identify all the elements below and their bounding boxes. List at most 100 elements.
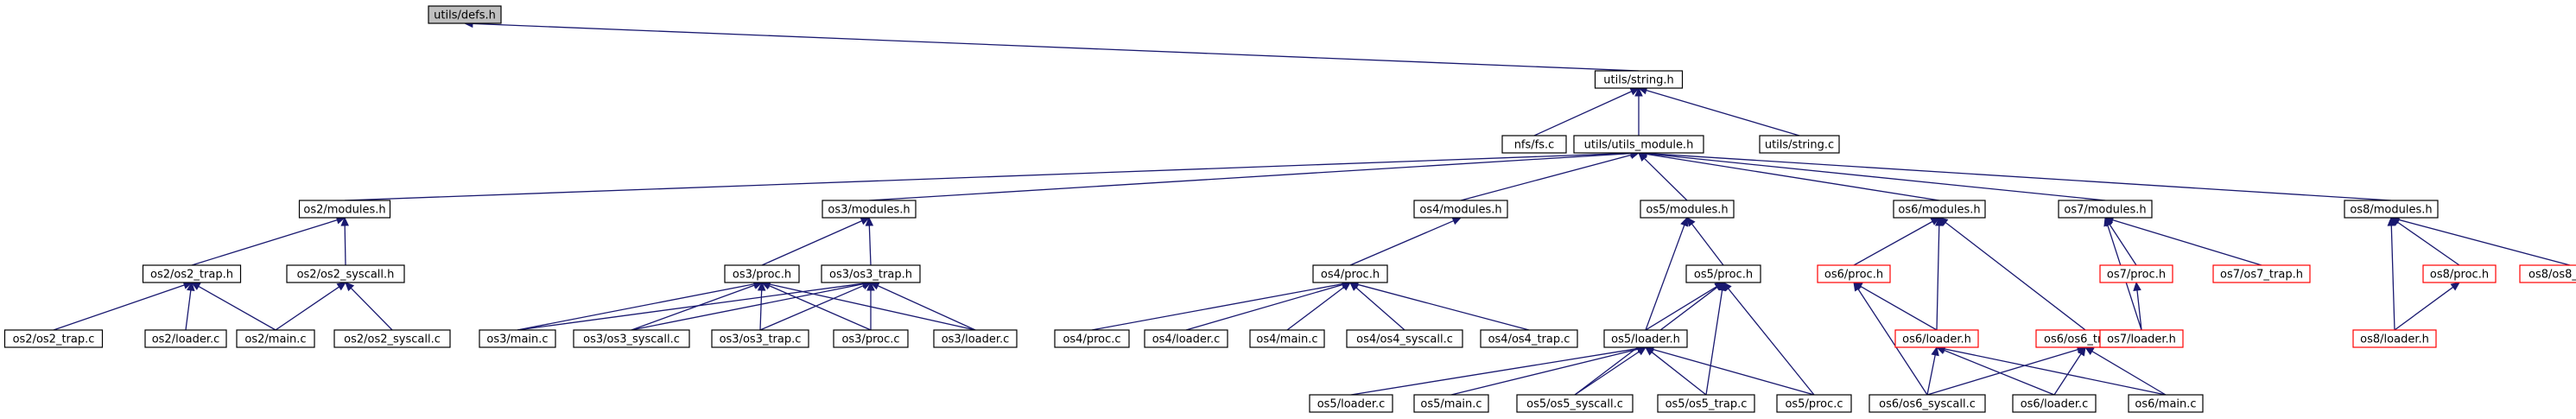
- node-os7_trap_h[interactable]: os7/os7_trap.h: [2212, 264, 2311, 283]
- node-box-os2_syscall_c[interactable]: [333, 329, 451, 348]
- node-box-os3_trap_h[interactable]: [821, 264, 921, 283]
- node-box-os3_trap_c[interactable]: [711, 329, 809, 348]
- node-os2_loader_c[interactable]: os2/loader.c: [144, 329, 227, 348]
- node-os7_modules_h[interactable]: os7/modules.h: [2058, 200, 2153, 219]
- node-os7_proc_h[interactable]: os7/proc.h: [2099, 264, 2173, 283]
- node-box-os5_syscall_c[interactable]: [1516, 394, 1634, 413]
- edge-os6_syscall_c-to-os6_loader_h: [1926, 354, 1936, 396]
- node-box-os2_modules_h[interactable]: [298, 200, 391, 219]
- node-os8_modules_h[interactable]: os8/modules.h: [2344, 200, 2439, 219]
- node-box-os6_main_c[interactable]: [2128, 394, 2204, 413]
- node-box-os7_loader_h[interactable]: [2099, 329, 2184, 348]
- node-os5_proc_h[interactable]: os5/proc.h: [1685, 264, 1761, 283]
- node-box-os4_loader_c[interactable]: [1144, 329, 1228, 348]
- node-os2_modules_h[interactable]: os2/modules.h: [298, 200, 391, 219]
- node-os8_trap_h[interactable]: os8/os8_trap.h: [2519, 264, 2576, 283]
- node-box-os3_modules_h[interactable]: [822, 200, 917, 219]
- node-os6_loader_c[interactable]: os6/loader.c: [2012, 394, 2097, 413]
- node-box-os2_loader_c[interactable]: [144, 329, 227, 348]
- node-os6_syscall_c[interactable]: os6/os6_syscall.c: [1869, 394, 1986, 413]
- node-os3_modules_h[interactable]: os3/modules.h: [822, 200, 917, 219]
- node-box-os2_trap_c[interactable]: [3, 329, 104, 348]
- node-box-os5_proc_c[interactable]: [1776, 394, 1852, 413]
- node-box-os5_main_c[interactable]: [1413, 394, 1489, 413]
- node-box-os8_proc_h[interactable]: [2422, 264, 2497, 283]
- node-box-os4_proc_h[interactable]: [1312, 264, 1388, 283]
- node-box-os7_trap_h[interactable]: [2212, 264, 2311, 283]
- node-box-os4_trap_c[interactable]: [1480, 329, 1578, 348]
- node-os6_loader_h[interactable]: os6/loader.h: [1894, 329, 1979, 348]
- node-nfs_fs_c[interactable]: nfs/fs.c: [1501, 135, 1567, 154]
- node-os3_syscall_c[interactable]: os3/os3_syscall.c: [573, 329, 690, 348]
- node-os5_syscall_c[interactable]: os5/os5_syscall.c: [1516, 394, 1634, 413]
- node-os4_modules_h[interactable]: os4/modules.h: [1413, 200, 1508, 219]
- node-label-os4_proc_c: os4/proc.c: [1063, 333, 1120, 346]
- node-os2_trap_c[interactable]: os2/os2_trap.c: [3, 329, 104, 348]
- node-os2_trap_h[interactable]: os2/os2_trap.h: [142, 264, 242, 283]
- node-os6_main_c[interactable]: os6/main.c: [2128, 394, 2204, 413]
- node-string_h[interactable]: utils/string.h: [1594, 70, 1684, 89]
- node-box-os3_main_c[interactable]: [479, 329, 556, 348]
- node-box-os5_proc_h[interactable]: [1685, 264, 1761, 283]
- node-os5_loader_c[interactable]: os5/loader.c: [1309, 394, 1393, 413]
- node-os5_main_c[interactable]: os5/main.c: [1413, 394, 1489, 413]
- node-box-os3_proc_h[interactable]: [724, 264, 800, 283]
- node-box-os8_modules_h[interactable]: [2344, 200, 2439, 219]
- node-os8_loader_h[interactable]: os8/loader.h: [2352, 329, 2437, 348]
- node-box-os5_trap_c[interactable]: [1657, 394, 1755, 413]
- node-os4_main_c[interactable]: os4/main.c: [1249, 329, 1325, 348]
- node-os4_syscall_c[interactable]: os4/os4_syscall.c: [1346, 329, 1463, 348]
- node-box-os5_modules_h[interactable]: [1640, 200, 1735, 219]
- node-box-os2_main_c[interactable]: [236, 329, 315, 348]
- node-os7_loader_h[interactable]: os7/loader.h: [2099, 329, 2184, 348]
- node-box-os4_main_c[interactable]: [1249, 329, 1325, 348]
- node-os4_trap_c[interactable]: os4/os4_trap.c: [1480, 329, 1578, 348]
- node-os2_syscall_c[interactable]: os2/os2_syscall.c: [333, 329, 451, 348]
- node-box-os6_modules_h[interactable]: [1893, 200, 1986, 219]
- node-os5_modules_h[interactable]: os5/modules.h: [1640, 200, 1735, 219]
- node-box-os4_syscall_c[interactable]: [1346, 329, 1463, 348]
- node-box-os7_proc_h[interactable]: [2099, 264, 2173, 283]
- node-box-os5_loader_c[interactable]: [1309, 394, 1393, 413]
- node-os3_main_c[interactable]: os3/main.c: [479, 329, 556, 348]
- node-os3_proc_c[interactable]: os3/proc.c: [833, 329, 909, 348]
- node-box-os8_loader_h[interactable]: [2352, 329, 2437, 348]
- node-box-os3_proc_c[interactable]: [833, 329, 909, 348]
- node-os3_loader_c[interactable]: os3/loader.c: [933, 329, 1018, 348]
- node-box-os6_proc_h[interactable]: [1817, 264, 1891, 283]
- node-box-os6_loader_h[interactable]: [1894, 329, 1979, 348]
- node-box-defs_h[interactable]: [428, 5, 502, 24]
- node-box-os3_syscall_c[interactable]: [573, 329, 690, 348]
- node-os2_syscall_h[interactable]: os2/os2_syscall.h: [286, 264, 405, 283]
- node-os4_proc_c[interactable]: os4/proc.c: [1054, 329, 1130, 348]
- node-os3_trap_c[interactable]: os3/os3_trap.c: [711, 329, 809, 348]
- node-os3_trap_h[interactable]: os3/os3_trap.h: [821, 264, 921, 283]
- node-box-nfs_fs_c[interactable]: [1501, 135, 1567, 154]
- node-box-os4_proc_c[interactable]: [1054, 329, 1130, 348]
- node-box-os8_trap_h[interactable]: [2519, 264, 2576, 283]
- node-box-os2_syscall_h[interactable]: [286, 264, 405, 283]
- node-box-os4_modules_h[interactable]: [1413, 200, 1508, 219]
- node-os6_modules_h[interactable]: os6/modules.h: [1893, 200, 1986, 219]
- node-box-os3_loader_c[interactable]: [933, 329, 1018, 348]
- node-box-os2_trap_h[interactable]: [142, 264, 242, 283]
- node-os4_proc_h[interactable]: os4/proc.h: [1312, 264, 1388, 283]
- node-os5_trap_c[interactable]: os5/os5_trap.c: [1657, 394, 1755, 413]
- node-box-os5_loader_h[interactable]: [1603, 329, 1688, 348]
- node-box-string_c[interactable]: [1759, 135, 1840, 154]
- node-os3_proc_h[interactable]: os3/proc.h: [724, 264, 800, 283]
- node-box-string_h[interactable]: [1594, 70, 1684, 89]
- node-os4_loader_c[interactable]: os4/loader.c: [1144, 329, 1228, 348]
- node-defs_h[interactable]: utils/defs.h: [428, 5, 502, 24]
- node-box-os7_modules_h[interactable]: [2058, 200, 2153, 219]
- node-os5_loader_h[interactable]: os5/loader.h: [1603, 329, 1688, 348]
- node-os8_proc_h[interactable]: os8/proc.h: [2422, 264, 2497, 283]
- node-os2_main_c[interactable]: os2/main.c: [236, 329, 315, 348]
- node-box-os6_loader_c[interactable]: [2012, 394, 2097, 413]
- node-utils_module_h[interactable]: utils/utils_module.h: [1573, 135, 1704, 154]
- node-os6_proc_h[interactable]: os6/proc.h: [1817, 264, 1891, 283]
- node-os5_proc_c[interactable]: os5/proc.c: [1776, 394, 1852, 413]
- node-string_c[interactable]: utils/string.c: [1759, 135, 1840, 154]
- node-box-utils_module_h[interactable]: [1573, 135, 1704, 154]
- node-box-os6_syscall_c[interactable]: [1869, 394, 1986, 413]
